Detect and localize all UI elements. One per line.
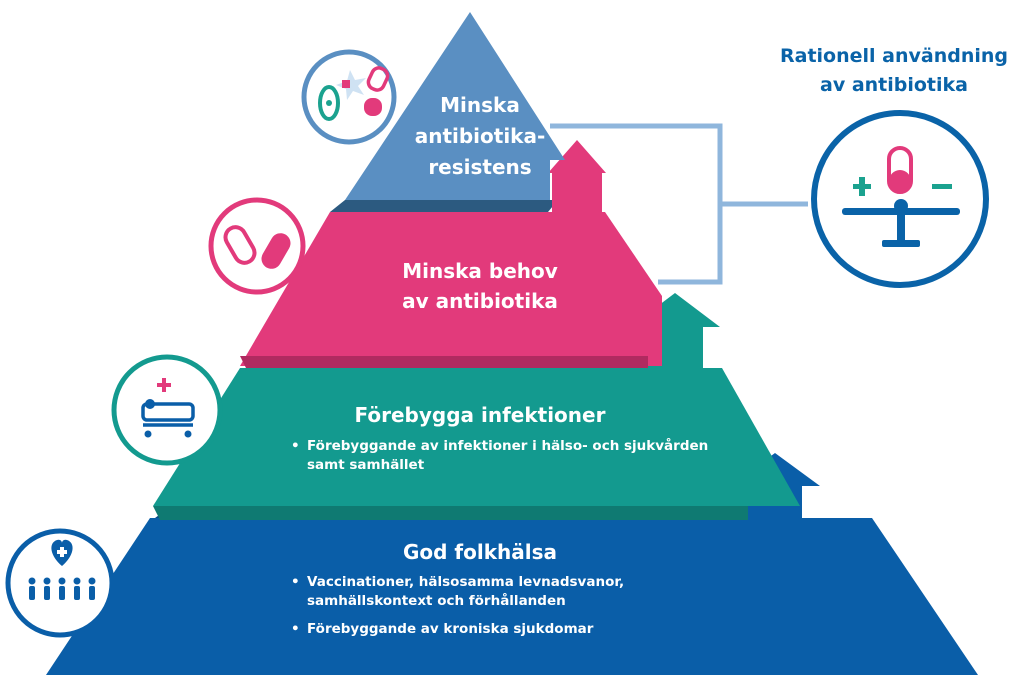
level-top-line-1: Minska	[440, 93, 520, 117]
level-pink-label: Minska behov av antibiotika	[355, 256, 605, 316]
patient-bed-icon	[111, 354, 223, 466]
heart-people-icon	[5, 528, 115, 638]
level-pink-shape	[240, 212, 662, 366]
connector-line	[550, 123, 808, 285]
balance-scale-pill-icon	[811, 110, 989, 288]
level-pink-line-1: Minska behov	[402, 259, 558, 283]
level-green-bullets: Förebyggande av infektioner i hälso- och…	[291, 437, 731, 484]
level-blue-bullets: Vaccinationer, hälsosamma levnadsvanor, …	[291, 573, 661, 648]
level-blue-bullet: Vaccinationer, hälsosamma levnadsvanor, …	[291, 573, 661, 611]
level-blue-title: God folkhälsa	[402, 540, 558, 564]
level-pink-line-2: av antibiotika	[402, 289, 558, 313]
bacteria-pill-icon	[301, 49, 397, 145]
level-top-label: Minska antibiotika- resistens	[395, 90, 565, 183]
level-top-shape	[345, 12, 565, 200]
side-title: Rationell användning av antibiotika	[780, 45, 1008, 96]
level-green-bullet: Förebyggande av infektioner i hälso- och…	[291, 437, 731, 475]
level-top-line-2: antibiotika-	[414, 124, 546, 148]
level-pink	[240, 140, 662, 368]
level-blue-bullet: Förebyggande av kroniska sjukdomar	[291, 620, 661, 639]
level-green-title: Förebygga infektioner	[354, 403, 606, 427]
pills-icon	[208, 197, 306, 295]
level-top-line-3: resistens	[428, 155, 532, 179]
